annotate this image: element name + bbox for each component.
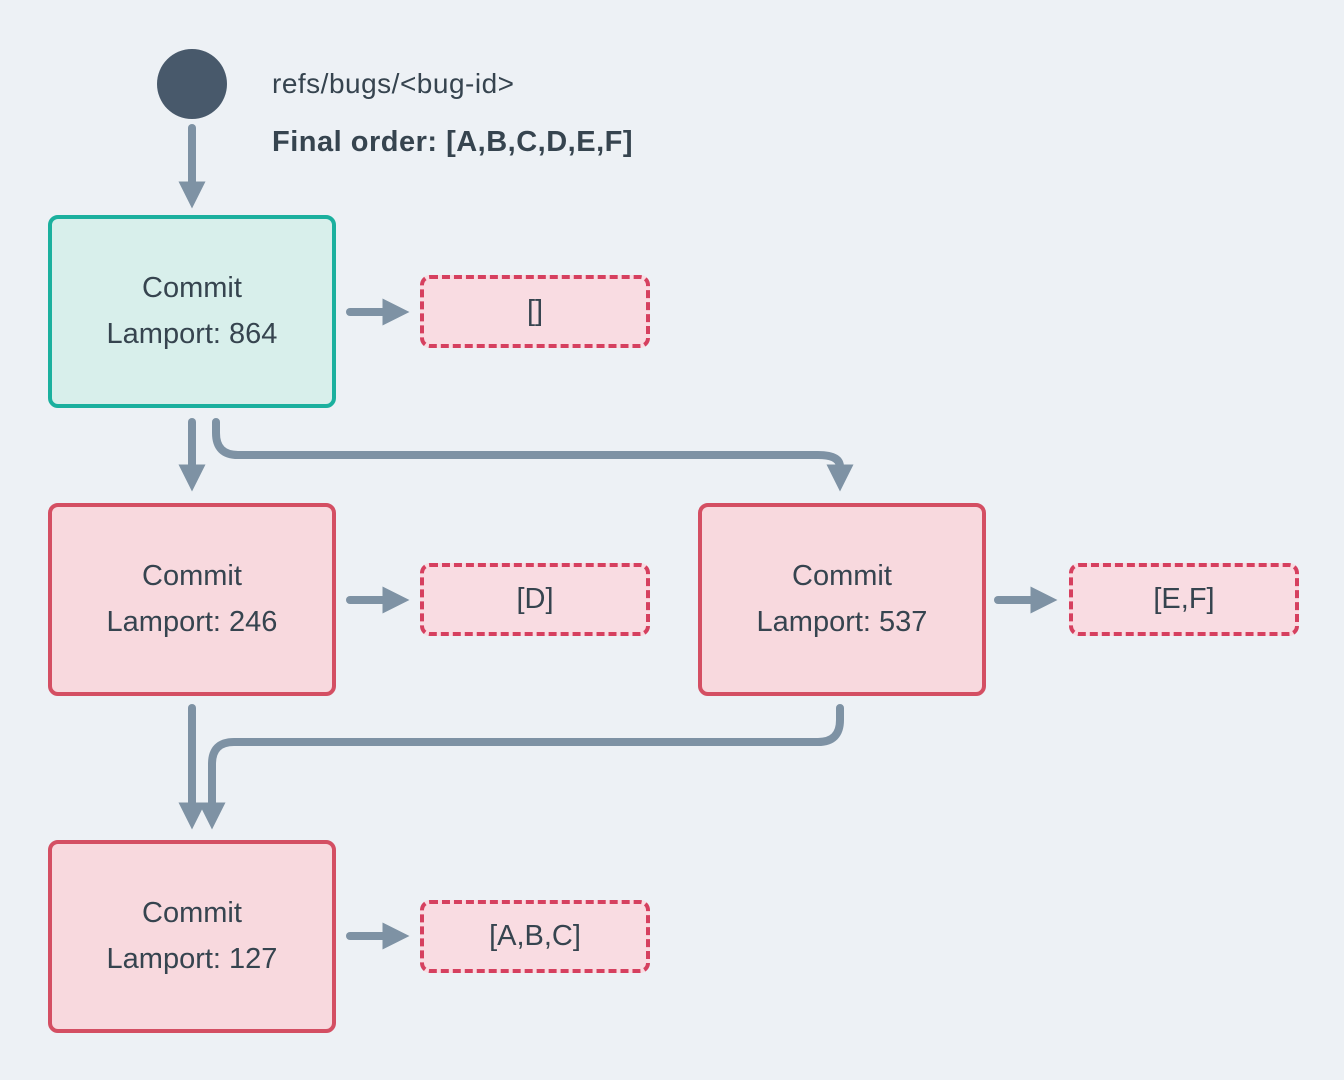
final-order-label: Final order: [A,B,C,D,E,F]	[272, 126, 633, 158]
commit-lamport: Lamport: 127	[106, 942, 278, 975]
commit-node-246: Commit Lamport: 246	[48, 503, 336, 696]
edge-537-to-127	[198, 704, 844, 830]
commit-title: Commit	[142, 896, 242, 929]
bag-node-d: [D]	[420, 563, 650, 636]
commit-lamport: Lamport: 864	[106, 317, 278, 350]
ref-name-label: refs/bugs/<bug-id>	[272, 68, 515, 99]
bag-node-empty: []	[420, 275, 650, 348]
ref-node-circle	[157, 49, 227, 119]
commit-title: Commit	[792, 559, 892, 592]
bag-node-abc: [A,B,C]	[420, 900, 650, 973]
commit-title: Commit	[142, 559, 242, 592]
edge-864-to-537	[212, 418, 854, 492]
commit-node-537: Commit Lamport: 537	[698, 503, 986, 696]
commit-lamport: Lamport: 537	[756, 605, 928, 638]
bag-node-ef: [E,F]	[1069, 563, 1299, 636]
commit-node-127: Commit Lamport: 127	[48, 840, 336, 1033]
commit-title: Commit	[142, 271, 242, 304]
commit-node-864: Commit Lamport: 864	[48, 215, 336, 408]
commit-lamport: Lamport: 246	[106, 605, 278, 638]
